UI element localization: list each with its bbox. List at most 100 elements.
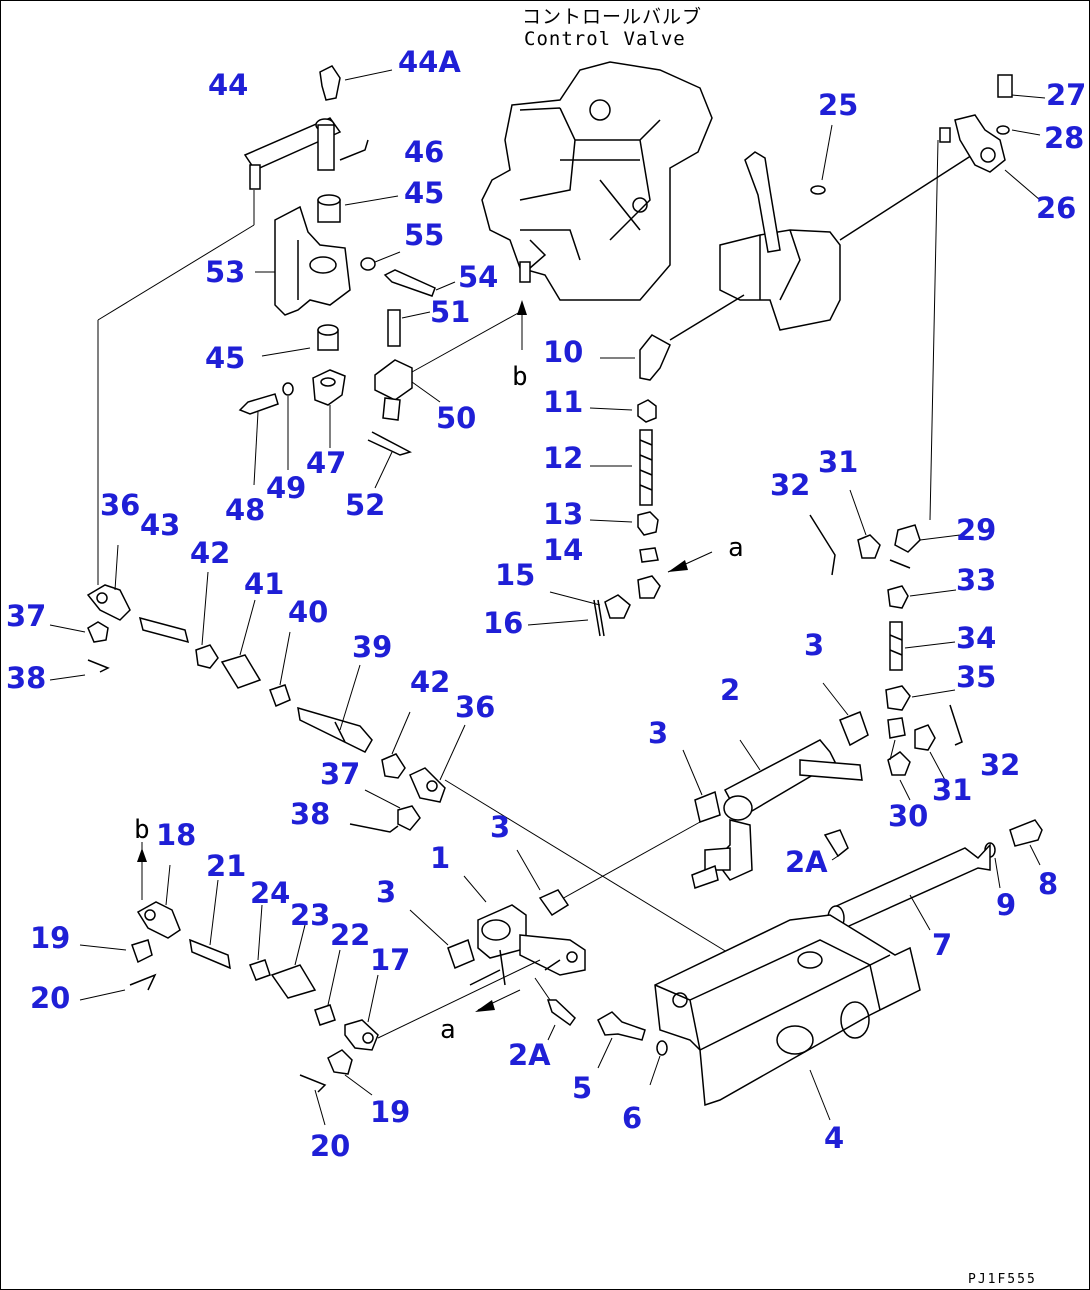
part-32-pin-upper xyxy=(809,514,836,576)
part-16-pin xyxy=(593,599,605,637)
link-arrow-a-valve xyxy=(667,551,713,573)
part-30-joint xyxy=(887,717,906,739)
part-label-3b: 3 xyxy=(804,628,824,662)
part-label-2Ab: 2A xyxy=(508,1038,551,1072)
part-label-12: 12 xyxy=(543,441,583,475)
part-40-nut xyxy=(269,684,291,707)
part-label-5: 5 xyxy=(572,1071,592,1105)
arrow-mark-b-valve: b xyxy=(512,362,528,392)
part-53-bracket xyxy=(274,205,351,316)
part-2A-fitting-upper xyxy=(823,829,849,858)
part-label-32b: 32 xyxy=(980,748,1020,782)
part-label-55: 55 xyxy=(404,218,444,252)
part-46-pin xyxy=(339,139,369,161)
part-label-16: 16 xyxy=(483,606,523,640)
part-50-clamp xyxy=(374,359,413,421)
part-label-3a: 3 xyxy=(648,716,668,750)
part-37-nut-left xyxy=(87,621,109,643)
caption-japanese: コントロールバルブ xyxy=(522,5,702,28)
part-31-nut-lower xyxy=(914,724,936,751)
arrow-mark-a-valve: a xyxy=(728,533,744,563)
part-26-bracket xyxy=(954,114,1041,201)
part-3-bushing-right xyxy=(839,711,869,747)
link-arrow-b-rod xyxy=(137,842,147,900)
part-label-35: 35 xyxy=(956,660,996,694)
part-label-40: 40 xyxy=(288,595,328,629)
part-35-nut xyxy=(885,685,911,711)
part-14-joint xyxy=(637,575,661,599)
part-17-rodend xyxy=(344,1019,379,1051)
part-label-28: 28 xyxy=(1044,121,1084,155)
part-label-31b: 31 xyxy=(932,773,972,807)
part-20-pin-left xyxy=(129,973,157,991)
part-3-bushing-lower xyxy=(538,889,570,917)
part-label-46: 46 xyxy=(404,135,444,169)
part-43-rod xyxy=(138,616,190,644)
control-valve xyxy=(481,61,713,301)
part-25-pin xyxy=(810,185,826,195)
part-28-washer xyxy=(996,125,1010,135)
part-18-rodend xyxy=(136,901,181,939)
part-label-3c: 3 xyxy=(490,810,510,844)
part-2A-fitting-lower xyxy=(546,999,576,1027)
arrow-mark-a-rod: a xyxy=(440,1015,456,1045)
part-label-19b: 19 xyxy=(370,1095,410,1129)
part-label-26: 26 xyxy=(1036,191,1076,225)
part-42-nut-left xyxy=(195,644,219,669)
link-arrow-valve xyxy=(517,300,527,350)
part-54-bolt xyxy=(383,269,436,297)
part-14-seal xyxy=(639,547,659,563)
part-label-44A: 44A xyxy=(398,45,461,79)
part-label-18: 18 xyxy=(156,818,196,852)
part-label-45b: 45 xyxy=(205,341,245,375)
link-arrow-a-rod xyxy=(475,989,521,1012)
part-49-washer xyxy=(282,382,294,396)
part-label-39: 39 xyxy=(352,630,392,664)
part-label-29: 29 xyxy=(956,513,996,547)
part-label-36b: 36 xyxy=(455,690,495,724)
part-label-42b: 42 xyxy=(410,665,450,699)
part-label-44: 44 xyxy=(208,68,248,102)
part-label-15: 15 xyxy=(495,558,535,592)
part-36-rodend-left xyxy=(86,584,131,621)
part-37-nut-right xyxy=(397,805,421,831)
part-label-37a: 37 xyxy=(6,599,46,633)
part-55-washer xyxy=(360,257,376,271)
part-label-38b: 38 xyxy=(290,797,330,831)
part-label-20a: 20 xyxy=(30,981,70,1015)
part-15-nut xyxy=(604,594,631,619)
part-51-bolt xyxy=(387,309,401,347)
part-24-nut xyxy=(249,959,271,981)
part-3-bushing-mid xyxy=(694,790,721,823)
part-label-22: 22 xyxy=(330,918,370,952)
arrow-mark-b-rod: b xyxy=(134,815,150,845)
part-32-pin-lower xyxy=(949,704,963,746)
part-label-9: 9 xyxy=(996,888,1016,922)
part-label-54: 54 xyxy=(458,260,498,294)
part-11-nut xyxy=(637,399,657,423)
part-31-nut-upper xyxy=(857,534,881,559)
part-label-1: 1 xyxy=(430,841,450,875)
part-48-bolt xyxy=(238,393,279,415)
part-label-19a: 19 xyxy=(30,921,70,955)
part-label-34: 34 xyxy=(956,621,996,655)
part-label-10: 10 xyxy=(543,335,583,369)
part-4-frame xyxy=(654,914,921,1107)
part-6-washer xyxy=(656,1040,668,1056)
part-42-nut-right xyxy=(381,753,406,779)
part-41-sleeve xyxy=(220,654,262,689)
part-label-51: 51 xyxy=(430,295,470,329)
part-label-52: 52 xyxy=(345,488,385,522)
part-label-2: 2 xyxy=(720,673,740,707)
part-label-24: 24 xyxy=(250,876,290,910)
part-8-bolt xyxy=(1009,819,1043,847)
part-label-4: 4 xyxy=(824,1121,844,1155)
part-52-plate xyxy=(367,431,412,456)
part-label-7: 7 xyxy=(932,928,952,962)
part-label-36a: 36 xyxy=(100,488,140,522)
drawing-code: PJ1F555 xyxy=(968,1272,1037,1287)
part-5-bolt xyxy=(597,1011,646,1041)
